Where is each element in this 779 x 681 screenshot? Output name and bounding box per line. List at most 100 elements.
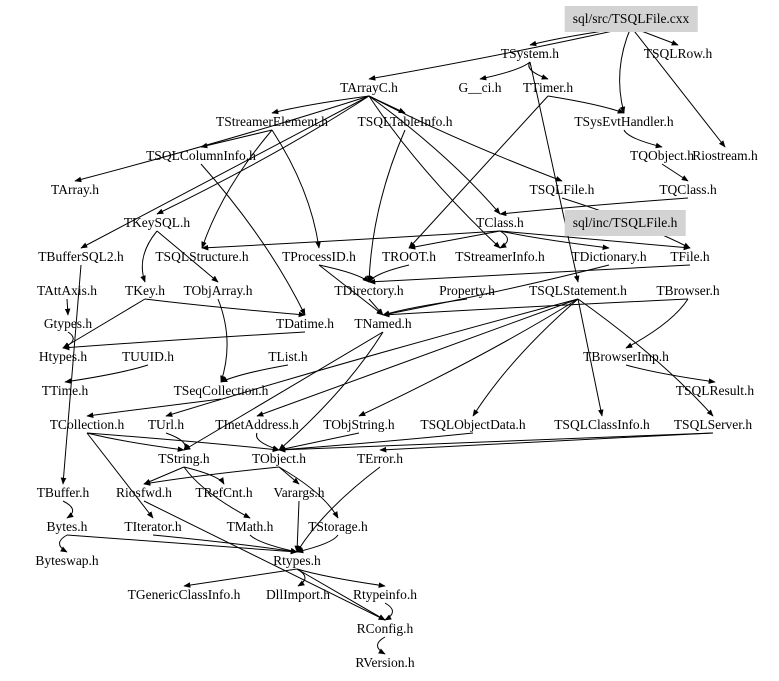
edge-rtypeinfo-to-rconfig [384,602,393,621]
node-rtypes[interactable]: Rtypes.h [273,553,321,568]
node-tnamed[interactable]: TNamed.h [354,316,412,331]
node-tkeysql[interactable]: TKeySQL.h [123,215,191,230]
node-riosfwd[interactable]: Riosfwd.h [116,485,172,500]
node-property[interactable]: Property.h [439,283,495,298]
node-tsqltableinfo[interactable]: TSQLTableInfo.h [357,114,453,129]
node-rconfig[interactable]: RConfig.h [356,621,414,636]
node-tsqlserver[interactable]: TSQLServer.h [673,417,753,432]
node-tinetaddress[interactable]: TInetAddress.h [215,417,299,432]
node-tarray[interactable]: TArray.h [51,182,99,197]
node-tbuffersql2[interactable]: TBufferSQL2.h [38,249,124,264]
edge-tcollection-to-titerator [86,432,154,519]
node-trefcnt[interactable]: TRefCnt.h [195,485,253,500]
node-inctsqlfile[interactable]: sql/inc/TSQLFile.h [564,210,686,236]
node-tsysevthandler[interactable]: TSysEvtHandler.h [574,114,674,129]
node-tmath[interactable]: TMath.h [226,519,274,534]
edge-tsysevthandler-to-tqobject [623,129,663,149]
node-tbrowser[interactable]: TBrowser.h [656,283,720,298]
node-tlist[interactable]: TList.h [268,349,308,364]
node-rtypeinfo[interactable]: Rtypeinfo.h [352,587,418,602]
node-tobject[interactable]: TObject.h [251,451,307,466]
node-tsqlobjectdata[interactable]: TSQLObjectData.h [420,417,526,432]
node-tstreamerelement[interactable]: TStreamerElement.h [215,114,329,129]
edge-tkeysql-to-tobjarray [156,230,219,283]
node-tsqlstatement[interactable]: TSQLStatement.h [529,283,627,298]
node-tprocessid[interactable]: TProcessID.h [282,249,356,264]
node-dllimport[interactable]: DllImport.h [265,587,331,602]
node-tbuffer[interactable]: TBuffer.h [36,485,90,500]
node-tdatime[interactable]: TDatime.h [275,316,335,331]
node-turl[interactable]: TUrl.h [147,417,185,432]
node-tobjstring[interactable]: TObjString.h [323,417,395,432]
edge-tstring-to-trefcnt [183,466,225,485]
edge-tarrayc-to-tstreamerelement [271,95,370,115]
node-tsqlcolumninfo[interactable]: TSQLColumnInfo.h [146,148,256,163]
node-tseqcollection[interactable]: TSeqCollection.h [173,383,269,398]
edge-tobjarray-to-tseqcollection [217,298,228,383]
node-tcollection[interactable]: TCollection.h [49,417,125,432]
edge-tqclass-to-tclass [499,197,689,217]
edge-tdictionary-to-tnamed [382,264,610,317]
edge-tprocessid-to-tdirectory [318,264,370,283]
edge-tnamed-to-tstring [183,331,384,451]
node-gtypes[interactable]: Gtypes.h [43,316,93,331]
edge-tstring-to-tmath [183,466,251,519]
edge-tstring-to-riosfwd [143,466,185,485]
node-tattaxis[interactable]: TAttAxis.h [36,283,98,298]
edge-tseqcollection-to-tcollection [86,398,222,418]
node-tdictionary[interactable]: TDictionary.h [571,249,647,264]
node-cxx[interactable]: sql/src/TSQLFile.cxx [564,6,698,32]
node-tbrowserimp[interactable]: TBrowserImp.h [583,349,669,364]
edge-tprocessid-to-tnamed [318,264,384,316]
node-titerator[interactable]: TIterator.h [124,519,182,534]
edge-tsqlstatement-to-tinetaddress [256,298,579,417]
node-tobjarray[interactable]: TObjArray.h [183,283,253,298]
edge-tarrayc-to-tclass [368,95,501,215]
edge-tsqltableinfo-to-tdirectory [366,129,406,283]
edge-tsystem-to-g__ci [479,61,531,81]
node-terror[interactable]: TError.h [356,451,404,466]
node-tdirectory[interactable]: TDirectory.h [334,283,404,298]
node-tsqlresult[interactable]: TSQLResult.h [675,383,755,398]
node-byteswap[interactable]: Byteswap.h [35,553,99,568]
node-ttimer[interactable]: TTimer.h [522,80,574,95]
node-tqobject[interactable]: TQObject.h [629,148,695,163]
node-tgenericclassinfo[interactable]: TGenericClassInfo.h [127,587,241,602]
edge-tattaxis-to-gtypes [64,298,71,316]
edge-rconfig-to-rversion [377,636,386,655]
edge-tarrayc-to-tsqlfile [368,95,563,182]
edge-turl-to-tstring [165,432,190,451]
node-tsystem[interactable]: TSystem.h [500,46,560,61]
edge-tmath-to-rtypes [249,534,298,554]
node-bytes[interactable]: Bytes.h [46,519,88,534]
node-troot[interactable]: TROOT.h [381,249,437,264]
node-tqclass[interactable]: TQClass.h [659,182,717,197]
edge-cxx-to-tsysevthandler [619,26,632,114]
node-tsqlfile[interactable]: TSQLFile.h [529,182,595,197]
node-tclass[interactable]: TClass.h [476,215,524,230]
node-tsqlclassinfo[interactable]: TSQLClassInfo.h [554,417,650,432]
node-tstring[interactable]: TString.h [158,451,210,466]
node-rversion[interactable]: RVersion.h [355,655,415,670]
edge-tbrowser-to-tnamed [382,298,689,318]
node-ttime[interactable]: TTime.h [41,383,89,398]
node-varargs[interactable]: Varargs.h [273,485,325,500]
node-tsqlstructure[interactable]: TSQLStructure.h [155,249,249,264]
node-tstorage[interactable]: TStorage.h [308,519,368,534]
node-tstreamerinfo[interactable]: TStreamerInfo.h [455,249,545,264]
node-tuuid[interactable]: TUUID.h [121,349,175,364]
edge-tqobject-to-tqclass [661,163,689,182]
node-tkey[interactable]: TKey.h [125,283,165,298]
node-tarrayc[interactable]: TArrayC.h [340,80,398,95]
edge-ttimer-to-troot [408,95,549,249]
node-riostream[interactable]: Riostream.h [692,148,758,163]
edge-tobject-to-varargs [278,466,300,485]
node-tfile[interactable]: TFile.h [670,249,710,264]
edge-tclass-to-tfile [499,230,691,251]
edge-tclass-to-troot [408,230,501,250]
edge-tobject-to-tstorage [278,466,339,519]
node-g-ci[interactable]: G__ci.h [458,80,502,95]
node-htypes[interactable]: Htypes.h [38,349,88,364]
edge-tstreamerelement-to-tsqlstructure [201,129,273,249]
node-tsqlrow[interactable]: TSQLRow.h [643,46,713,61]
